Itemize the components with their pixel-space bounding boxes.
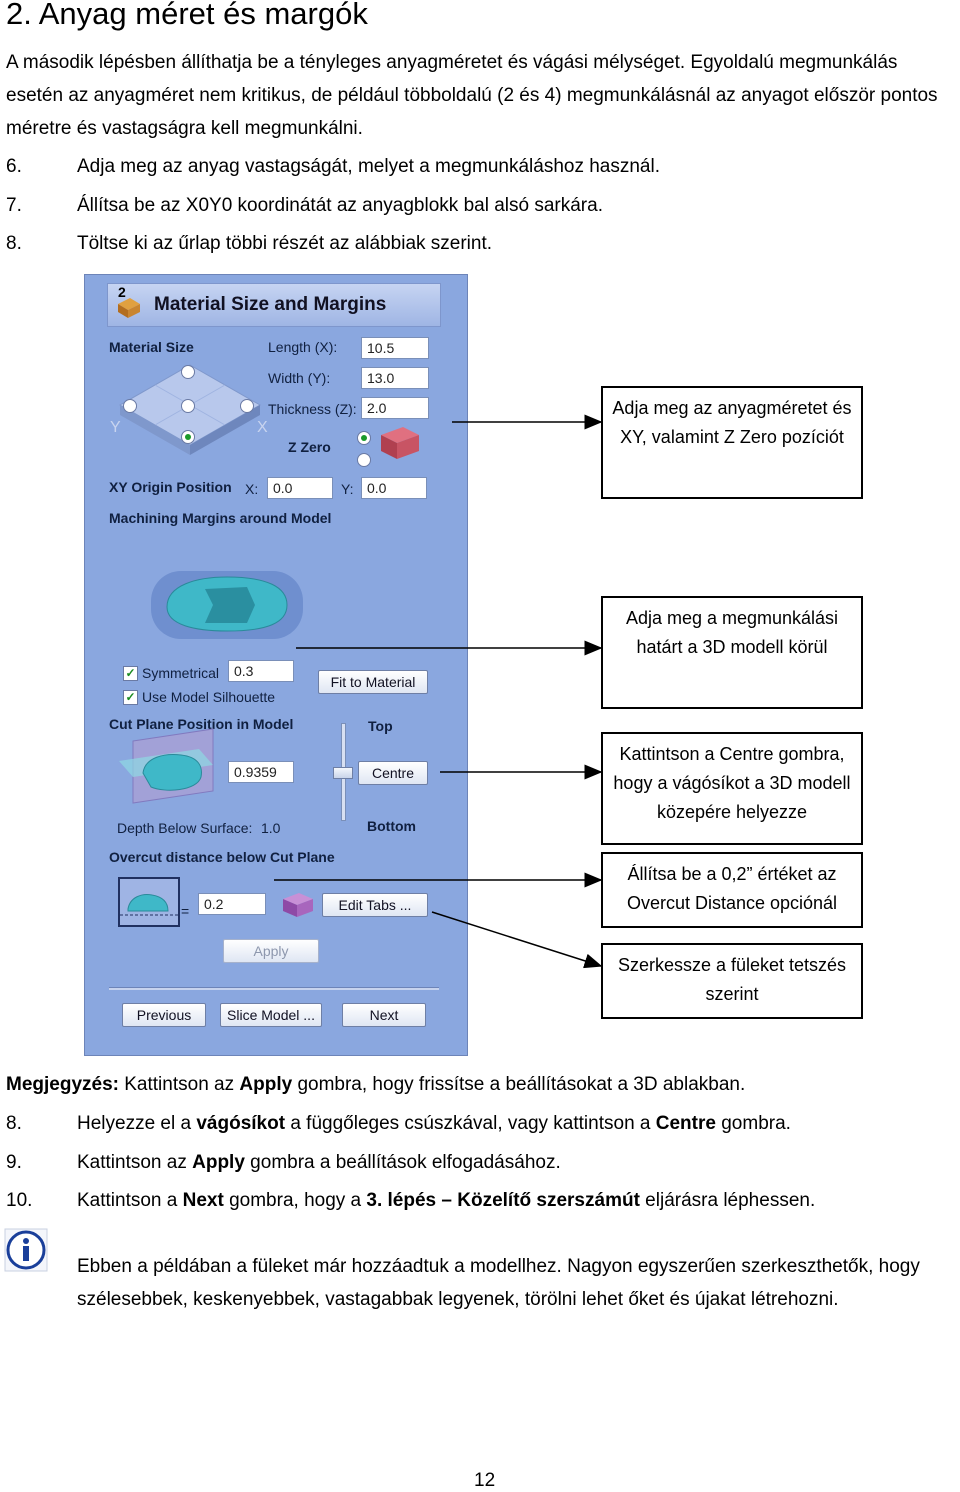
- thickness-label: Thickness (Z):: [268, 401, 357, 417]
- note-text: Kattintson az: [118, 1074, 240, 1095]
- origin-radio-right[interactable]: [240, 399, 254, 413]
- intro-paragraph: A második lépésben állíthatja be a tényl…: [6, 52, 938, 139]
- step-box-icon: [118, 298, 140, 318]
- z-zero-label: Z Zero: [288, 439, 331, 455]
- note-line: Megjegyzés: Kattintson az Apply gombra, …: [6, 1074, 745, 1096]
- next-button[interactable]: Next: [342, 1003, 426, 1027]
- length-label: Length (X):: [268, 339, 338, 355]
- page-number: 12: [474, 1470, 496, 1491]
- origin-radio-bottom[interactable]: [181, 430, 195, 444]
- note-text: gombra, hogy frissítse a beállításokat a…: [292, 1074, 746, 1095]
- callout-material-size: Adja meg az anyagméretet és XY, valamint…: [601, 386, 863, 499]
- panel-divider: [109, 987, 439, 990]
- cut-plane-slider-thumb[interactable]: [333, 767, 353, 779]
- z-zero-top-radio[interactable]: [357, 431, 371, 445]
- step-number: 6.: [6, 156, 22, 177]
- previous-button[interactable]: Previous: [122, 1003, 206, 1027]
- symmetrical-checkbox[interactable]: ✓: [123, 666, 138, 681]
- slice-model-button[interactable]: Slice Model ...: [220, 1003, 322, 1027]
- info-icon: [4, 1228, 48, 1272]
- fit-to-material-button[interactable]: Fit to Material: [318, 670, 428, 694]
- z-block-icon: [381, 427, 419, 459]
- step-text: Adja meg az anyag vastagságát, melyet a …: [77, 156, 660, 177]
- symmetrical-label: Symmetrical: [142, 665, 220, 681]
- thickness-input[interactable]: 2.0: [361, 397, 429, 419]
- width-label: Width (Y):: [268, 370, 331, 386]
- panel-title-bar: 2 Material Size and Margins: [107, 283, 441, 327]
- tab-block-icon: [283, 893, 313, 917]
- step-text: Állítsa be az X0Y0 koordinátát az anyagb…: [77, 195, 603, 216]
- depth-value: 1.0: [261, 820, 281, 836]
- use-silhouette-label: Use Model Silhouette: [142, 689, 276, 705]
- material-size-label: Material Size: [109, 339, 194, 355]
- axis-x-label: X: [257, 419, 268, 436]
- machining-margins-label: Machining Margins around Model: [109, 510, 332, 526]
- step-number: 8.: [6, 1113, 22, 1134]
- cut-plane-label: Cut Plane Position in Model: [109, 716, 294, 732]
- cut-plane-diagram: [119, 728, 214, 804]
- origin-radio-center[interactable]: [181, 399, 195, 413]
- top-label: Top: [368, 718, 393, 734]
- callout-centre: Kattintson a Centre gombra, hogy a vágós…: [601, 732, 863, 845]
- overcut-input[interactable]: 0.2: [198, 893, 266, 915]
- callout-arrow-5: [431, 911, 603, 969]
- step-number: 8.: [6, 233, 22, 254]
- length-input[interactable]: 10.5: [361, 337, 429, 359]
- margin-input[interactable]: 0.3: [228, 660, 294, 682]
- origin-radio-top[interactable]: [181, 365, 195, 379]
- z-zero-bottom-radio[interactable]: [357, 453, 371, 467]
- axis-y-label: Y: [110, 419, 121, 436]
- note-bold: Apply: [239, 1074, 293, 1095]
- x-origin-input[interactable]: 0.0: [267, 477, 333, 499]
- callout-tabs: Szerkessze a füleket tetszés szerint: [601, 943, 863, 1019]
- y-label: Y:: [341, 481, 354, 497]
- info-text: Ebben a példában a füleket már hozzáadtu…: [77, 1256, 920, 1310]
- step-number: 9.: [6, 1152, 22, 1173]
- width-input[interactable]: 13.0: [361, 367, 429, 389]
- step-number: 7.: [6, 195, 22, 216]
- page-heading: 2. Anyag méret és margók: [6, 0, 368, 31]
- depth-label: Depth Below Surface:: [117, 820, 253, 836]
- y-origin-input[interactable]: 0.0: [361, 477, 427, 499]
- step-number: 10.: [6, 1190, 33, 1211]
- panel-title: Material Size and Margins: [154, 294, 387, 315]
- car-model-preview: [151, 571, 303, 639]
- note-label: Megjegyzés:: [6, 1074, 119, 1095]
- step-text: Kattintson az Apply gombra a beállítások…: [77, 1152, 561, 1173]
- step-text: Helyezze el a vágósíkot a függőleges csú…: [77, 1113, 791, 1134]
- callout-overcut: Állítsa be a 0,2” értéket az Overcut Dis…: [601, 852, 863, 928]
- bottom-label: Bottom: [367, 818, 416, 834]
- xy-origin-label: XY Origin Position: [109, 479, 232, 495]
- edit-tabs-button[interactable]: Edit Tabs ...: [322, 893, 428, 917]
- use-silhouette-checkbox[interactable]: ✓: [123, 690, 138, 705]
- cut-plane-input[interactable]: 0.9359: [228, 761, 294, 783]
- overcut-car-icon: [120, 894, 178, 916]
- centre-button[interactable]: Centre: [358, 761, 428, 785]
- step-number-badge: 2: [118, 284, 126, 300]
- overcut-preview: [118, 877, 180, 927]
- equals-sign: =: [181, 903, 190, 919]
- apply-button[interactable]: Apply: [223, 939, 319, 963]
- callout-margins: Adja meg a megmunkálási határt a 3D mode…: [601, 596, 863, 709]
- step-text: Kattintson a Next gombra, hogy a 3. lépé…: [77, 1190, 816, 1211]
- material-size-panel: 2 Material Size and Margins Material Siz…: [84, 274, 468, 1056]
- step-text: Töltse ki az űrlap többi részét az alább…: [77, 233, 493, 254]
- x-label: X:: [245, 481, 259, 497]
- overcut-label: Overcut distance below Cut Plane: [109, 849, 335, 865]
- origin-radio-left[interactable]: [123, 399, 137, 413]
